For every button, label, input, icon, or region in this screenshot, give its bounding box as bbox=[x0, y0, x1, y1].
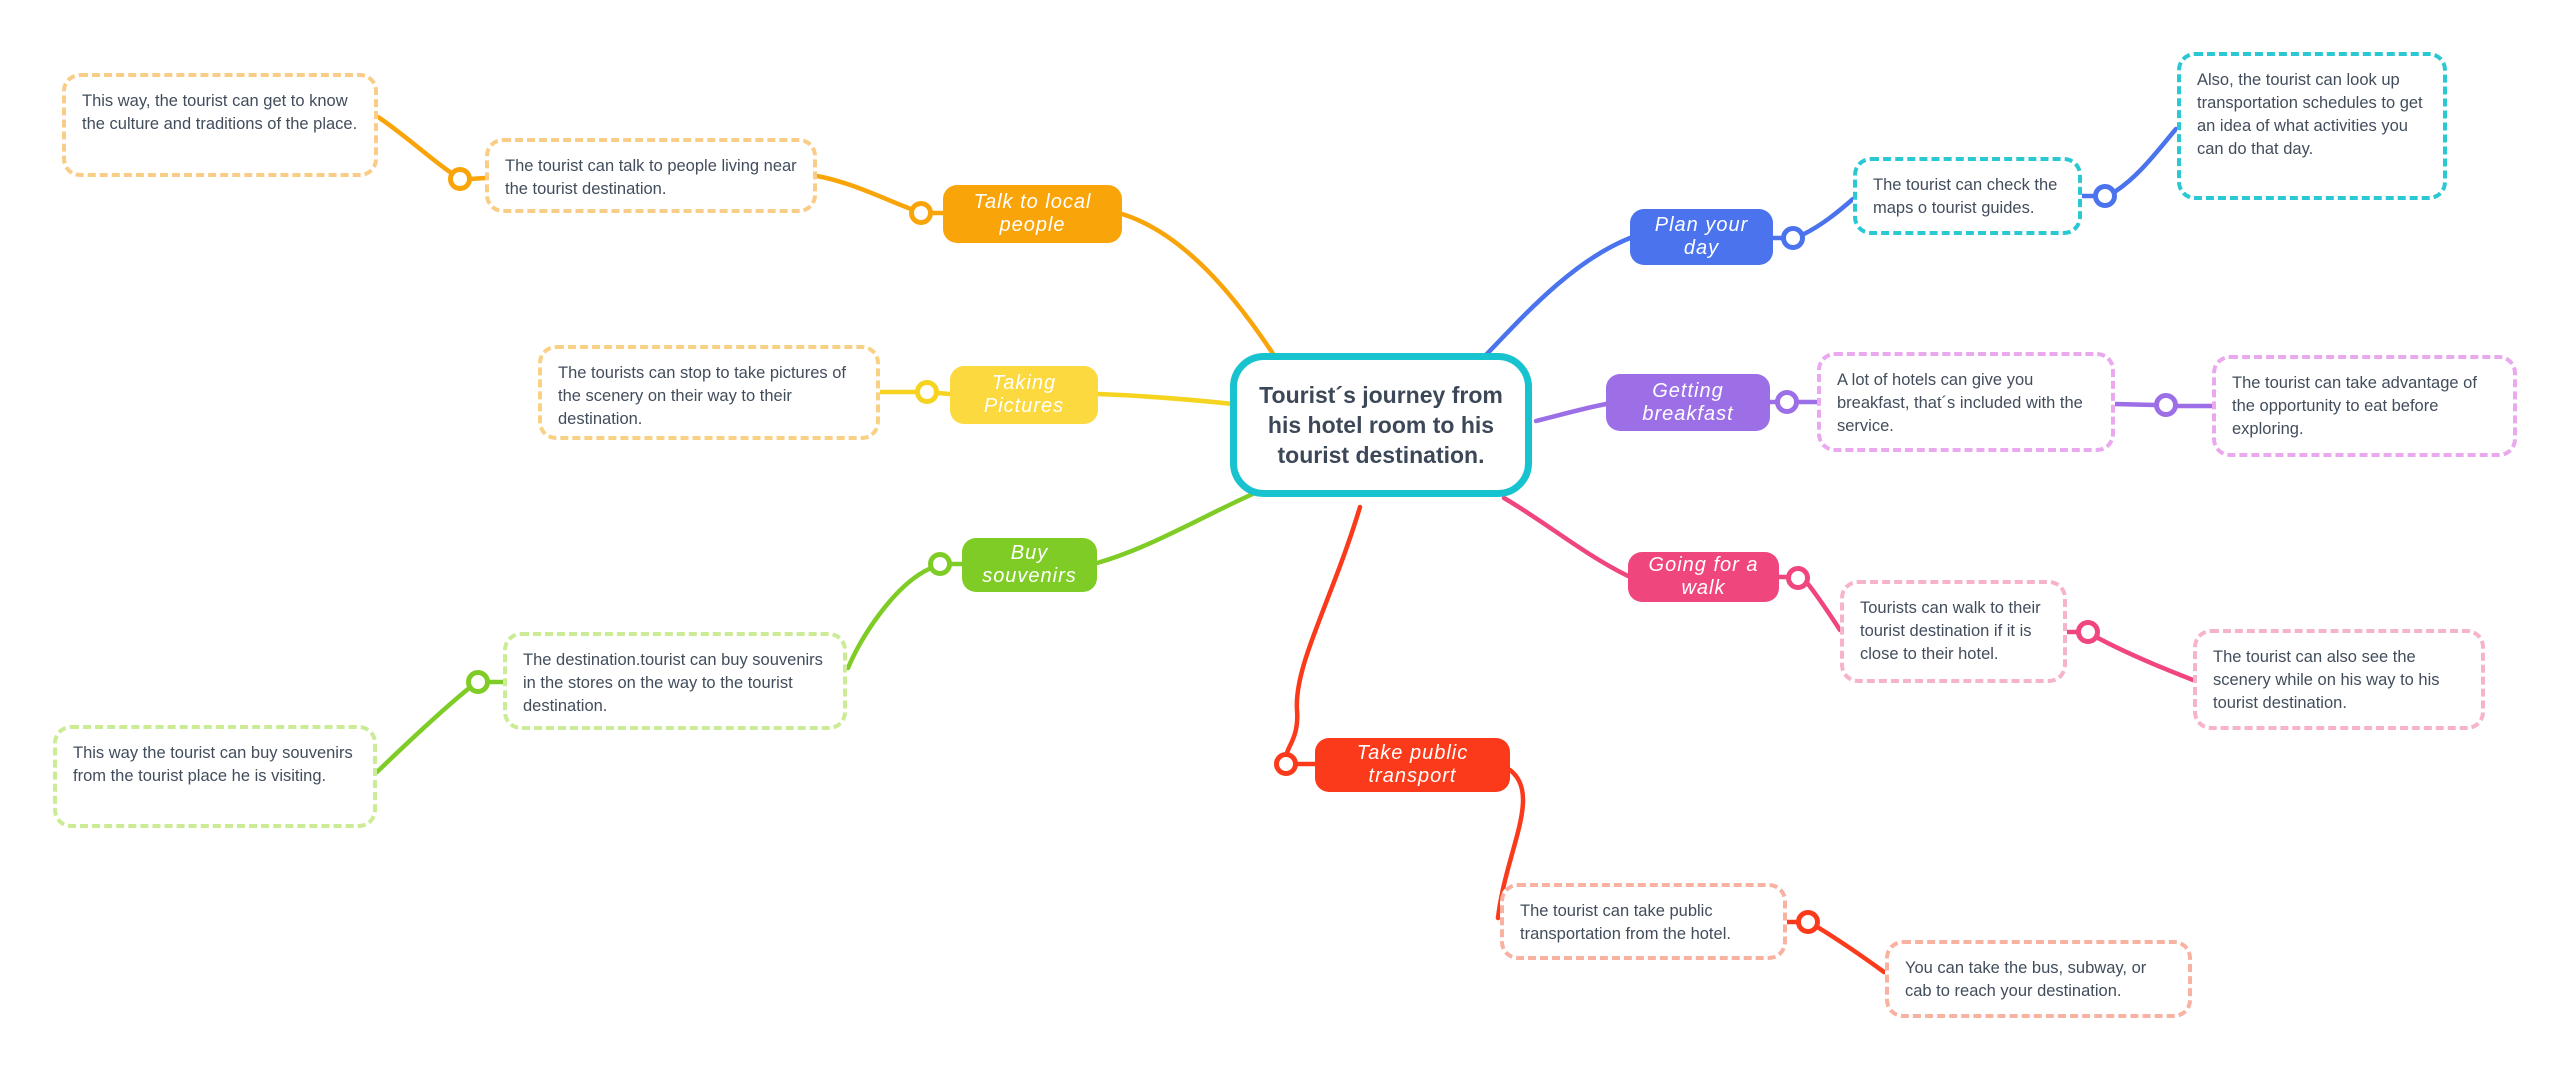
note-souvenirs-child[interactable]: The destination.tourist can buy souvenir… bbox=[503, 632, 847, 730]
note-breakfast-grandchild[interactable]: The tourist can take advantage of the op… bbox=[2212, 355, 2517, 457]
wire-child-to-grandchild-red bbox=[1784, 919, 1887, 975]
central-topic-node[interactable]: Tourist´s journey from his hotel room to… bbox=[1230, 353, 1532, 497]
note-plan-grandchild[interactable]: Also, the tourist can look up transporta… bbox=[2177, 52, 2447, 200]
connector-ring bbox=[1786, 566, 1810, 590]
note-transport-child[interactable]: The tourist can take public transportati… bbox=[1500, 883, 1787, 960]
connector-ring bbox=[1796, 910, 1820, 934]
wire-central-to-breakfast bbox=[1533, 401, 1609, 424]
note-pictures-child[interactable]: The tourists can stop to take pictures o… bbox=[538, 345, 880, 440]
wire-child-to-grandchild-purple bbox=[2112, 401, 2215, 409]
note-plan-child[interactable]: The tourist can check the maps o tourist… bbox=[1853, 157, 2082, 235]
branch-node-getting-breakfast[interactable]: Getting breakfast bbox=[1606, 374, 1770, 431]
branch-node-taking-pictures[interactable]: Taking Pictures bbox=[950, 366, 1098, 424]
note-breakfast-child[interactable]: A lot of hotels can give you breakfast, … bbox=[1817, 352, 2115, 452]
wire-child-to-grandchild-orange bbox=[375, 114, 488, 182]
connector-ring bbox=[448, 167, 472, 191]
wire-child-to-grandchild-green bbox=[374, 679, 506, 775]
connector-ring bbox=[909, 201, 933, 225]
wire-walk-to-child bbox=[1776, 574, 1843, 633]
note-talk-grandchild[interactable]: This way, the tourist can get to know th… bbox=[62, 73, 378, 177]
branch-node-talk-to-local-people[interactable]: Talk to local people bbox=[943, 185, 1122, 243]
wire-souvenirs-to-child bbox=[845, 561, 965, 671]
note-transport-grandchild[interactable]: You can take the bus, subway, or cab to … bbox=[1885, 940, 2192, 1018]
connector-ring bbox=[466, 670, 490, 694]
connector-ring bbox=[1775, 390, 1799, 414]
wire-central-to-transport bbox=[1284, 504, 1363, 767]
wire-central-to-souvenirs bbox=[1094, 490, 1258, 566]
note-walk-grandchild[interactable]: The tourist can also see the scenery whi… bbox=[2193, 629, 2485, 730]
note-walk-child[interactable]: Tourists can walk to their tourist desti… bbox=[1840, 580, 2067, 683]
note-souvenirs-grandchild[interactable]: This way the tourist can buy souvenirs f… bbox=[53, 725, 377, 828]
connector-ring bbox=[2093, 184, 2117, 208]
connector-ring bbox=[915, 380, 939, 404]
connector-ring bbox=[1274, 752, 1298, 776]
connector-ring bbox=[2154, 393, 2178, 417]
wire-central-to-walk bbox=[1501, 495, 1631, 579]
note-talk-child[interactable]: The tourist can talk to people living ne… bbox=[485, 138, 817, 213]
wire-central-to-plan bbox=[1479, 235, 1633, 362]
connector-ring bbox=[2076, 620, 2100, 644]
branch-node-plan-your-day[interactable]: Plan your day bbox=[1630, 209, 1773, 265]
branch-node-take-public-transport[interactable]: Take public transport bbox=[1315, 738, 1510, 792]
wire-pictures-to-child bbox=[878, 389, 953, 397]
branch-node-going-for-a-walk[interactable]: Going for a walk bbox=[1628, 552, 1779, 602]
branch-node-buy-souvenirs[interactable]: Buy souvenirs bbox=[962, 538, 1097, 592]
wire-central-to-talk bbox=[1119, 211, 1284, 369]
wire-child-to-grandchild-blue bbox=[2079, 126, 2179, 199]
wire-central-to-pictures bbox=[1095, 391, 1236, 407]
connector-ring bbox=[1781, 226, 1805, 250]
connector-ring bbox=[928, 552, 952, 576]
